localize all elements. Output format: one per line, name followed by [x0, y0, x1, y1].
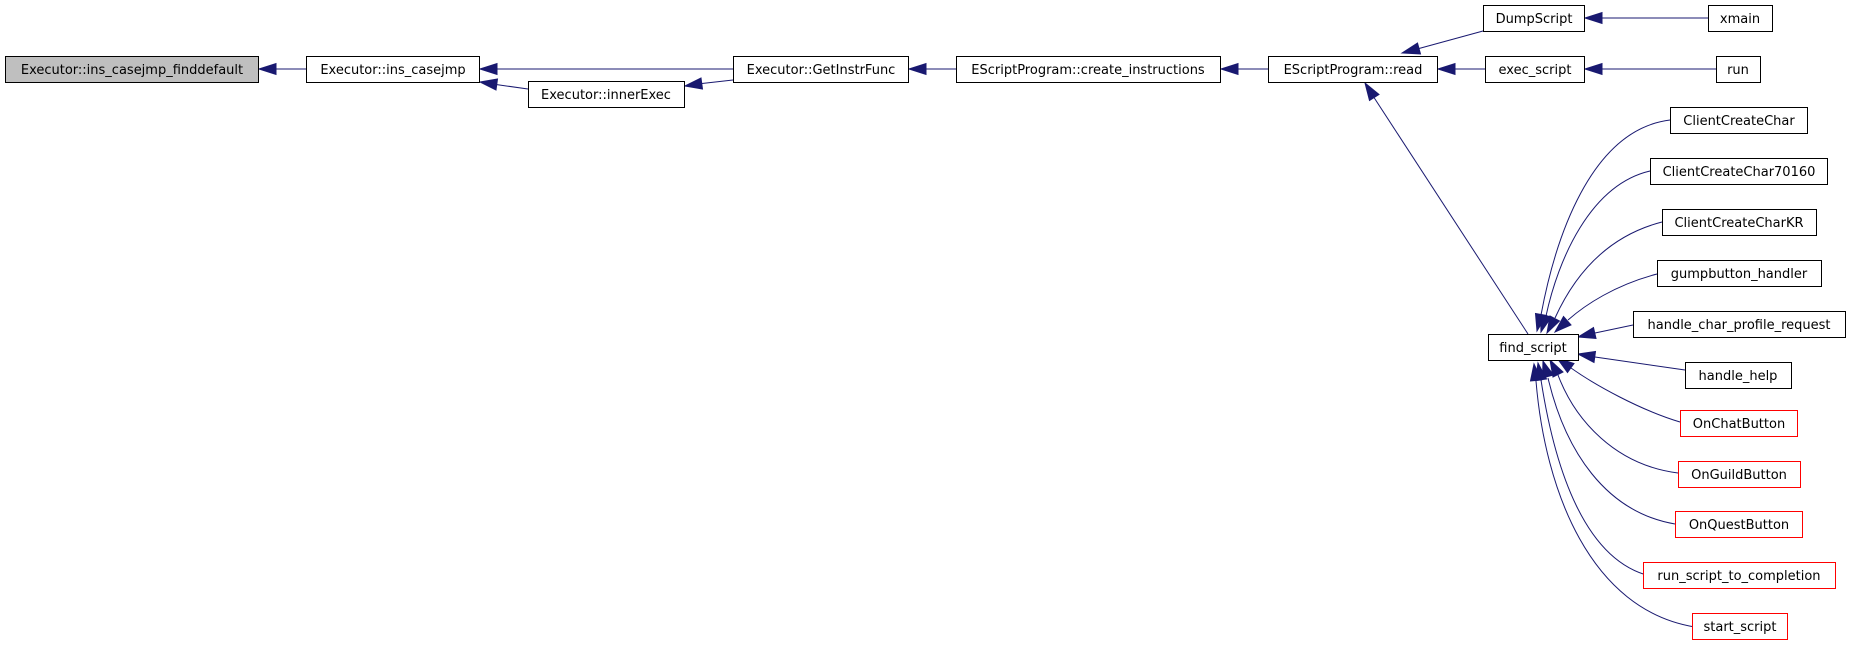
node-label: xmain [1720, 12, 1760, 27]
node-handle-help[interactable]: handle_help [1685, 362, 1792, 389]
node-label: OnQuestButton [1689, 518, 1789, 533]
edge-exec-to-read [1436, 62, 1485, 76]
edge-getinstrfunc-to-casejmp [478, 62, 733, 76]
edge-read-to-create [1219, 62, 1268, 76]
node-escriptprogram-read[interactable]: EScriptProgram::read [1268, 56, 1438, 83]
edge-run-to-exec [1583, 62, 1716, 76]
node-label: EScriptProgram::read [1284, 63, 1423, 78]
node-clientcreatechar[interactable]: ClientCreateChar [1670, 107, 1808, 134]
node-getinstrfunc[interactable]: Executor::GetInstrFunc [733, 56, 909, 83]
edge-create-to-getinstrfunc [907, 62, 956, 76]
node-find-script[interactable]: find_script [1488, 334, 1579, 361]
edge-onguildbutton-to-find [1549, 358, 1679, 474]
graph-edges [257, 11, 1716, 628]
node-onguildbutton[interactable]: OnGuildButton [1678, 461, 1801, 488]
edge-clientcreatecharkr-to-find [1546, 221, 1663, 335]
edge-gumpbutton-to-find [1553, 273, 1658, 334]
node-label: EScriptProgram::create_instructions [971, 63, 1205, 78]
node-onchatbutton[interactable]: OnChatButton [1680, 410, 1798, 437]
node-label: start_script [1703, 620, 1776, 635]
graph-nodes: Executor::ins_casejmp_finddefault Execut… [5, 5, 1846, 640]
node-onquestbutton[interactable]: OnQuestButton [1675, 511, 1803, 538]
node-label: exec_script [1499, 63, 1572, 78]
node-label: handle_help [1699, 369, 1778, 384]
edge-xmain-to-dumpscript [1583, 11, 1708, 25]
node-label: handle_char_profile_request [1648, 318, 1831, 333]
node-xmain[interactable]: xmain [1708, 5, 1773, 32]
node-handle-char-profile-request[interactable]: handle_char_profile_request [1633, 311, 1846, 338]
node-dumpscript[interactable]: DumpScript [1483, 5, 1585, 32]
node-start-script[interactable]: start_script [1692, 613, 1788, 640]
node-label: ClientCreateChar70160 [1663, 165, 1816, 180]
node-innerexec[interactable]: Executor::innerExec [528, 81, 685, 108]
node-gumpbutton-handler[interactable]: gumpbutton_handler [1657, 260, 1822, 287]
node-label: Executor::ins_casejmp_finddefault [21, 63, 243, 78]
node-label: OnChatButton [1693, 417, 1785, 432]
edge-clientcreatechar70160-to-find [1539, 170, 1651, 334]
edge-dumpscript-to-read [1400, 30, 1484, 55]
node-clientcreatecharkr[interactable]: ClientCreateCharKR [1662, 209, 1817, 236]
node-run[interactable]: run [1716, 56, 1761, 83]
node-label: run [1727, 63, 1749, 78]
node-label: Executor::ins_casejmp [320, 63, 465, 78]
edge-startscript-to-find [1529, 362, 1696, 628]
node-label: run_script_to_completion [1657, 569, 1820, 584]
node-exec-script[interactable]: exec_script [1485, 56, 1585, 83]
edge-getinstrfunc-to-innerexec [683, 77, 734, 90]
node-ins-casejmp[interactable]: Executor::ins_casejmp [306, 56, 480, 83]
node-create-instructions[interactable]: EScriptProgram::create_instructions [956, 56, 1221, 83]
node-label: ClientCreateCharKR [1674, 216, 1803, 231]
node-label: Executor::innerExec [541, 88, 671, 103]
edge-casejmp-to-finddefault [257, 62, 306, 76]
node-label: DumpScript [1496, 12, 1573, 27]
node-clientcreatechar70160[interactable]: ClientCreateChar70160 [1650, 158, 1828, 185]
node-label: Executor::GetInstrFunc [747, 63, 896, 78]
node-label: ClientCreateChar [1683, 114, 1795, 129]
node-label: gumpbutton_handler [1671, 267, 1808, 282]
node-label: OnGuildButton [1691, 468, 1787, 483]
node-label: find_script [1499, 341, 1566, 356]
edge-onchatbutton-to-find [1555, 357, 1681, 423]
edge-profile-to-find [1576, 324, 1634, 340]
edge-find-to-read [1364, 81, 1529, 335]
edge-onquestbutton-to-find [1541, 359, 1676, 525]
edge-help-to-find [1576, 350, 1686, 371]
node-ins-casejmp-finddefault[interactable]: Executor::ins_casejmp_finddefault [5, 56, 259, 83]
node-run-script-to-completion[interactable]: run_script_to_completion [1643, 562, 1836, 589]
edge-innerexec-to-casejmp [478, 78, 529, 91]
